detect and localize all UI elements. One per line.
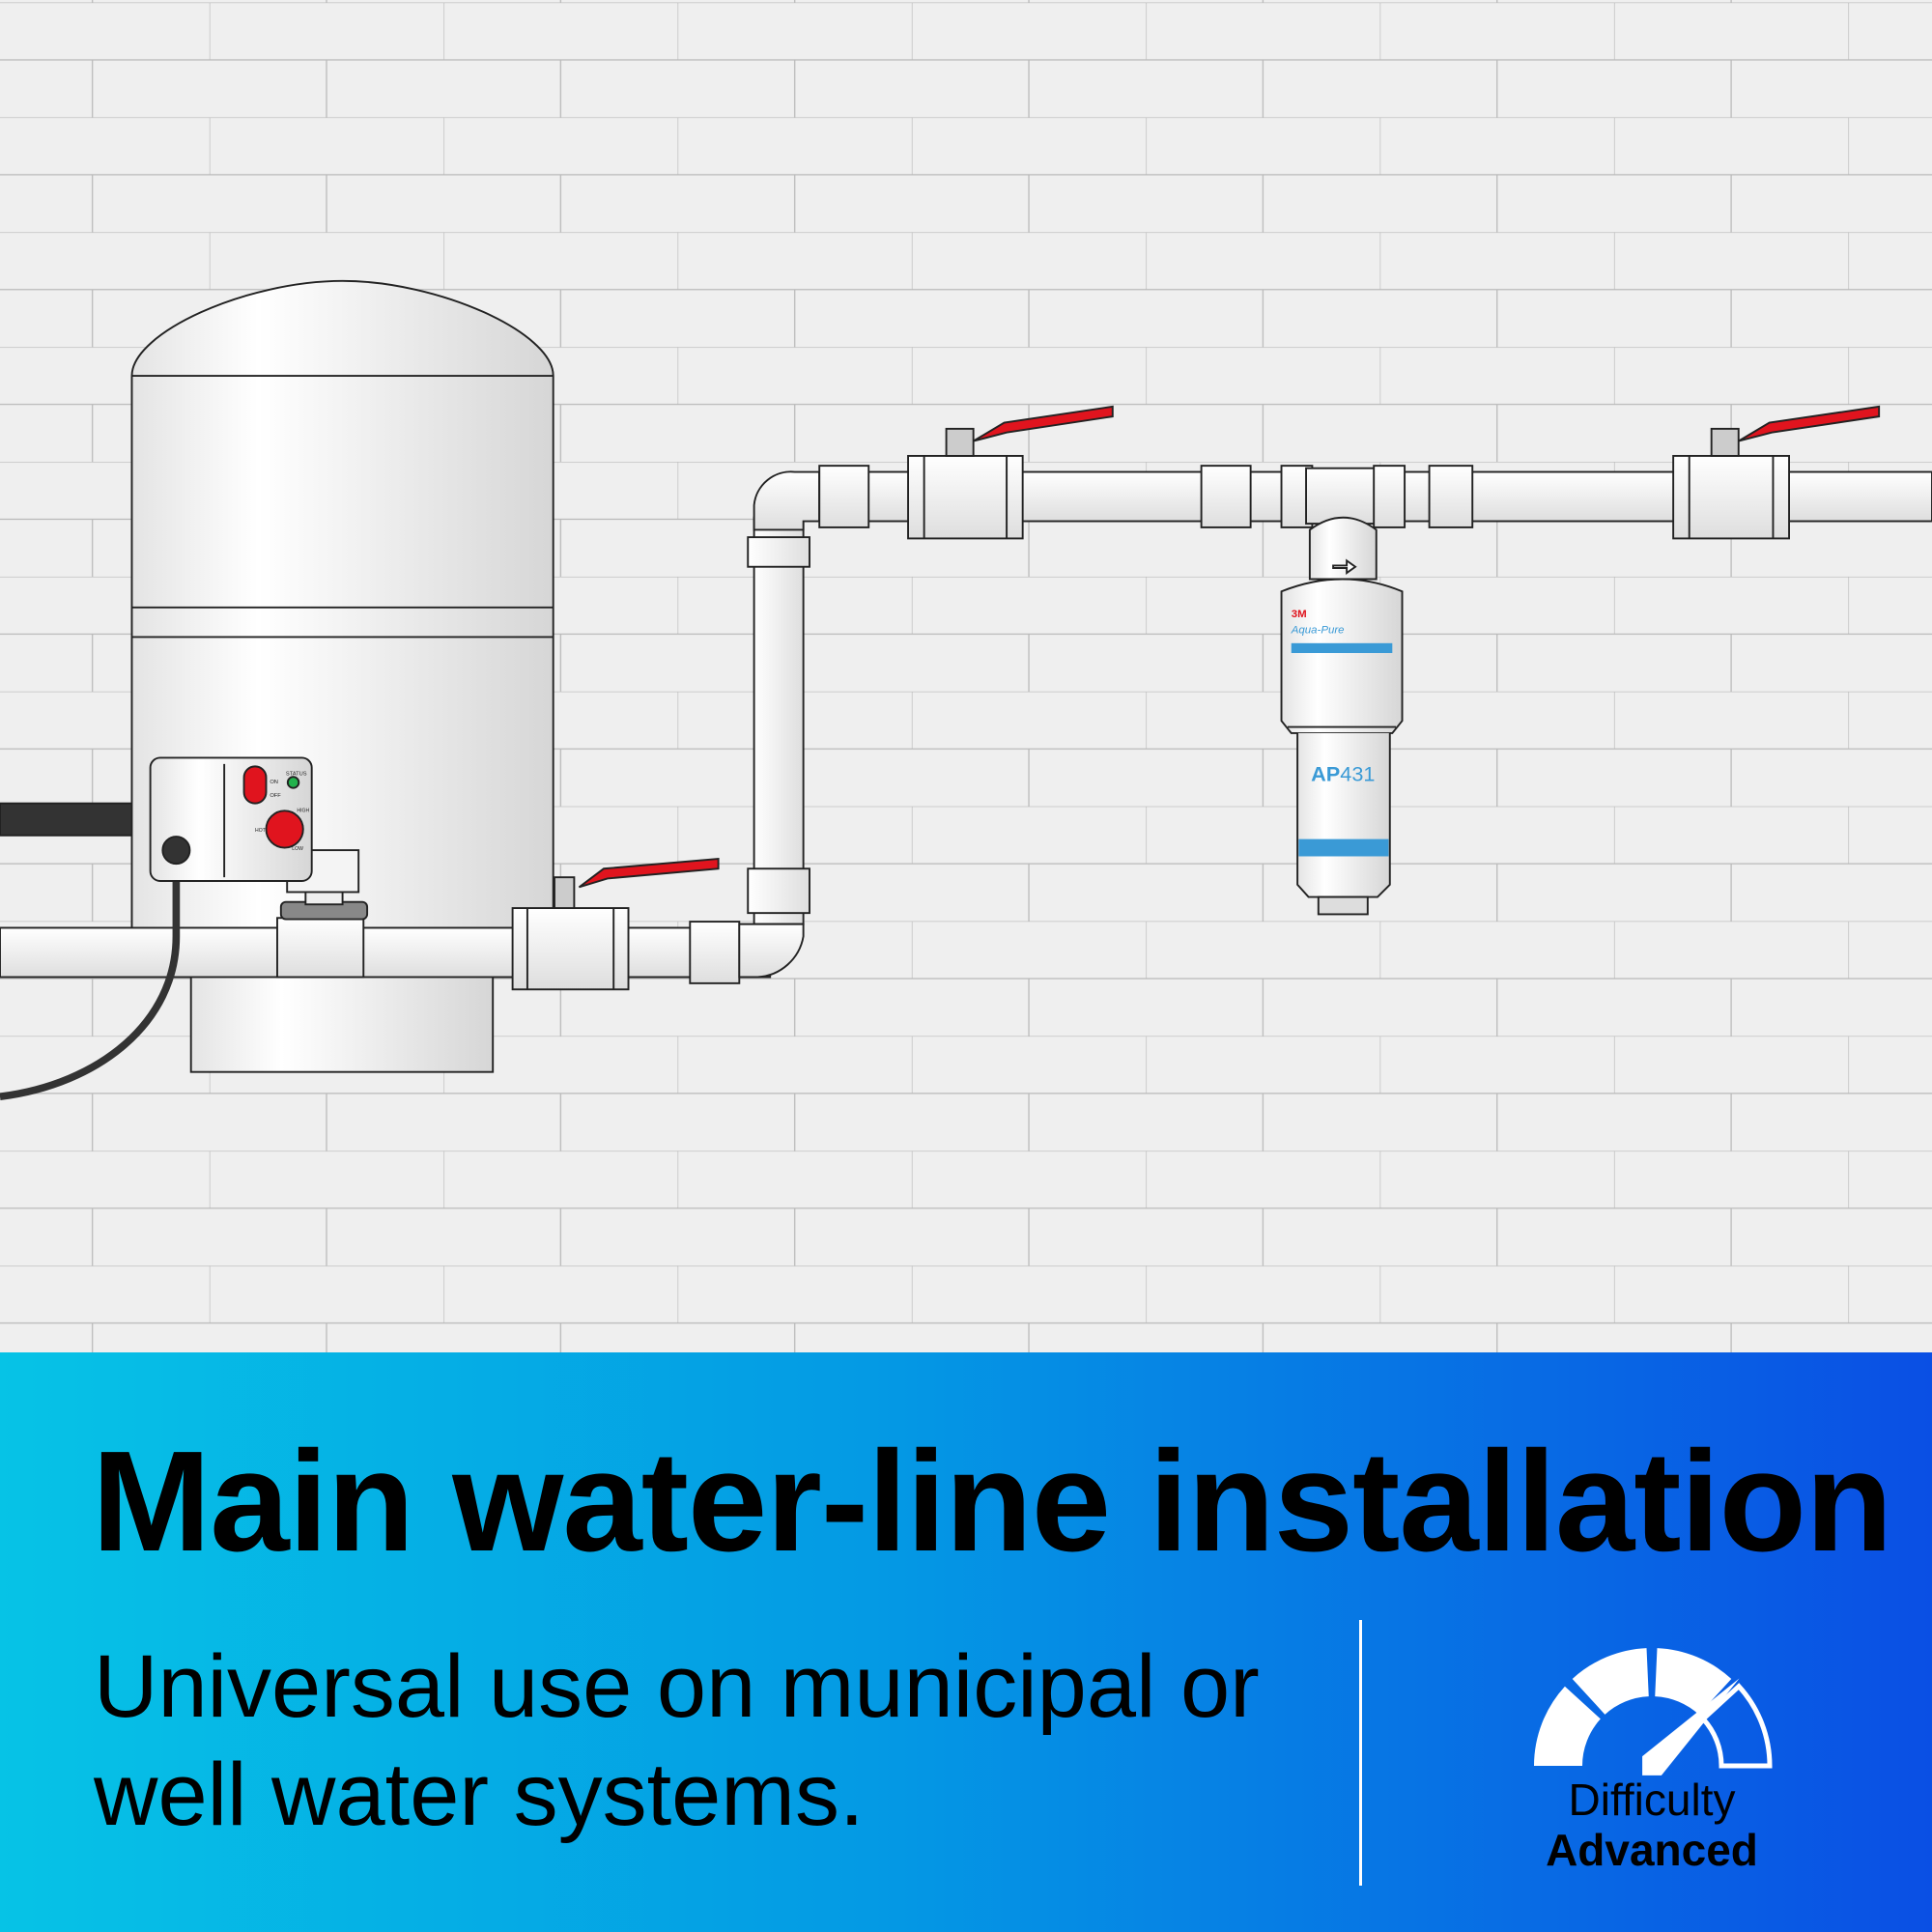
gauge-segment-filled: [1572, 1648, 1649, 1715]
flow-arrow-icon: [1332, 558, 1357, 575]
power-cable: [0, 850, 181, 1101]
gauge-needle: [1642, 1678, 1740, 1776]
cable-plug: [161, 836, 191, 866]
difficulty-label: Difficulty: [1568, 1775, 1736, 1825]
valve-handle[interactable]: [1738, 405, 1881, 442]
valve-handle[interactable]: [973, 405, 1114, 442]
upper-right-shutoff-valve: [1672, 405, 1881, 540]
installation-illustration: ON OFF STATUS HOT HIGH LOW: [0, 0, 1932, 1352]
tank-tee-fitting: [276, 917, 365, 979]
control-dial: [265, 810, 304, 849]
valve-handle[interactable]: [578, 857, 720, 889]
upper-left-shutoff-valve: [907, 405, 1114, 540]
status-led: [286, 776, 300, 789]
info-banner: [0, 1352, 1932, 1932]
subtitle: Universal use on municipal or well water…: [94, 1637, 1260, 1844]
speedometer-gauge-icon: [1534, 1648, 1773, 1776]
supply-pipe: [0, 926, 772, 979]
riser-pipe: [753, 516, 805, 925]
lower-shutoff-valve: [511, 857, 720, 991]
gauge-segment-filled: [1655, 1648, 1732, 1715]
filter-head-fittings: [1200, 465, 1474, 528]
page-title: Main water-line installation: [92, 1422, 1892, 1581]
model-label: AP431: [1311, 762, 1375, 786]
product-line-logo: Aqua-Pure: [1291, 625, 1345, 637]
switch-off-label: OFF: [270, 793, 281, 799]
status-label: STATUS: [286, 771, 307, 777]
dial-high-label: HIGH: [297, 809, 309, 814]
divider: [1359, 1620, 1362, 1886]
inlet-pipe: [0, 802, 156, 837]
dial-low-label: LOW: [292, 846, 303, 852]
pump-control-box: ON OFF STATUS HOT HIGH LOW: [149, 756, 313, 882]
dial-hot-label: HOT: [255, 828, 266, 834]
gauge-segment-empty: [1699, 1683, 1773, 1769]
switch-on-label: ON: [270, 780, 278, 785]
brand-logo: 3M: [1292, 609, 1307, 620]
gauge-segment-filled: [1534, 1686, 1601, 1766]
water-filter: 3M Aqua-Pure AP431: [1280, 516, 1404, 916]
difficulty-value: Advanced: [1546, 1825, 1758, 1875]
power-switch: [242, 765, 268, 805]
